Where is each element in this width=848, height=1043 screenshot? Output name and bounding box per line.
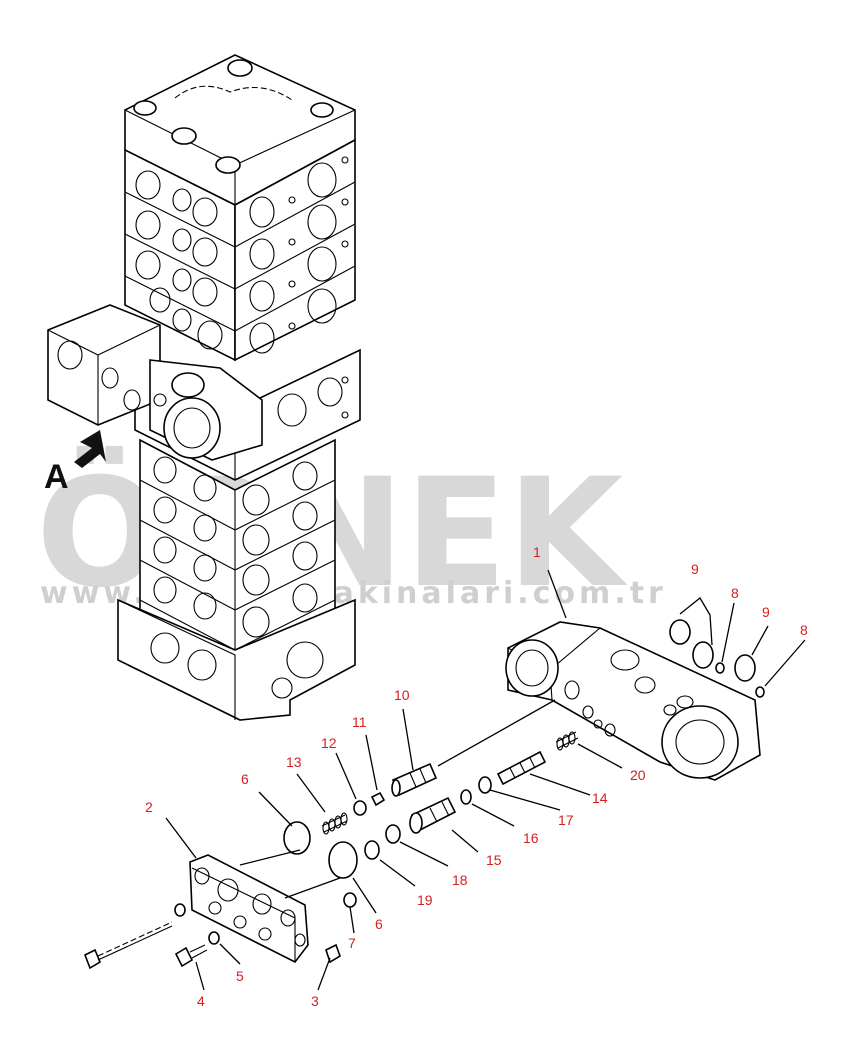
part-1-end-block (505, 621, 761, 781)
callout-15: 15 (486, 852, 502, 868)
callout-18: 18 (452, 872, 468, 888)
view-arrow-a: A (44, 430, 106, 496)
callout-3: 3 (311, 993, 319, 1009)
callout-labels: 1 2 3 4 5 6 6 7 8 8 9 9 10 11 12 13 14 1… (145, 544, 808, 1009)
callout-6-upper: 6 (241, 771, 249, 787)
callout-1: 1 (533, 544, 541, 560)
callout-13: 13 (286, 754, 302, 770)
callout-10: 10 (394, 687, 410, 703)
callout-6-lower: 6 (375, 916, 383, 932)
callout-14: 14 (592, 790, 608, 806)
assembly-lines (239, 699, 556, 899)
watermark: ÖRNEK www.oreksismakinalari.com.tr (36, 445, 663, 621)
callout-4: 4 (197, 993, 205, 1009)
callout-9-right: 9 (762, 604, 770, 620)
callout-8-upper: 8 (731, 585, 739, 601)
callout-5: 5 (236, 968, 244, 984)
callout-2: 2 (145, 799, 153, 815)
callout-17: 17 (558, 812, 574, 828)
callout-7: 7 (348, 935, 356, 951)
callout-9-upper: 9 (691, 561, 699, 577)
leader-lines (165, 569, 806, 991)
callout-8-right: 8 (800, 622, 808, 638)
callout-12: 12 (321, 735, 337, 751)
callout-20: 20 (630, 767, 646, 783)
callout-16: 16 (523, 830, 539, 846)
part-2-cover-plate (189, 854, 309, 964)
callout-19: 19 (417, 892, 433, 908)
view-label: A (44, 458, 69, 496)
small-parts (83, 619, 765, 970)
callout-11: 11 (352, 714, 367, 730)
control-valve-stack (47, 54, 361, 721)
